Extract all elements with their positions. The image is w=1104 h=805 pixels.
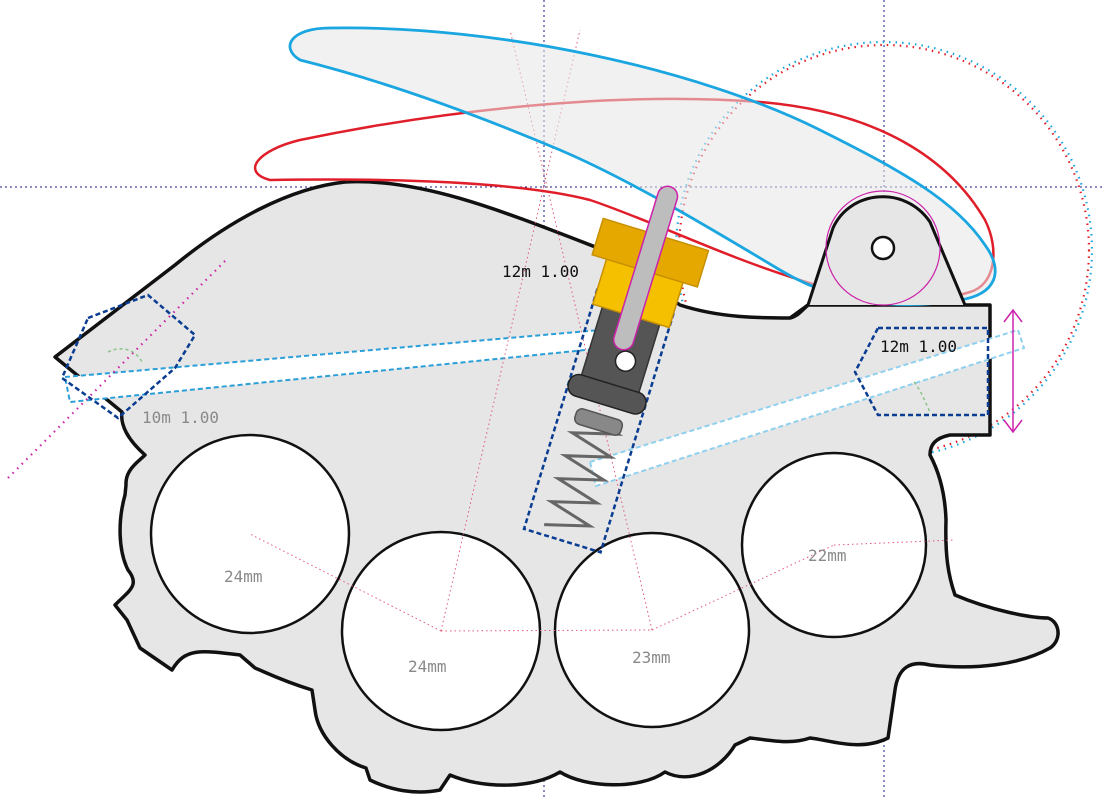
- label-thread-left: 10m 1.00: [142, 408, 219, 427]
- pivot-ring: [825, 190, 941, 306]
- blue-lever: [288, 26, 997, 306]
- label-thread-right: 12m 1.00: [880, 337, 957, 356]
- bolt-cross-hole: [614, 350, 637, 372]
- blue-swing-circle: [674, 40, 1094, 460]
- right-hex-recess: [853, 326, 990, 417]
- left-hex-recess: [60, 293, 197, 420]
- label-ring-2: 24mm: [408, 657, 447, 676]
- tool-body: [53, 179, 1060, 794]
- right-dimension-arrow: [1003, 308, 1023, 434]
- red-lever: [253, 97, 995, 301]
- left-hex-angle-arc: [107, 348, 143, 363]
- label-ring-3: 23mm: [632, 648, 671, 667]
- label-ring-1: 24mm: [224, 567, 263, 586]
- label-thread-top: 12m 1.00: [502, 262, 579, 281]
- label-ring-4: 22mm: [808, 546, 847, 565]
- pin-notch-outline: [788, 303, 810, 320]
- bolt-pin: [612, 185, 679, 351]
- right-hex-angle-arc: [913, 381, 931, 413]
- spring-cap: [574, 408, 624, 436]
- pivot-hole: [870, 235, 896, 261]
- pivot-bracket: [806, 190, 967, 306]
- bolt-assembly: [522, 185, 710, 554]
- spring: [544, 408, 624, 528]
- finger-ring-1: [149, 433, 351, 635]
- bolt-flange: [567, 373, 647, 415]
- bore-channel-right: [588, 328, 1026, 488]
